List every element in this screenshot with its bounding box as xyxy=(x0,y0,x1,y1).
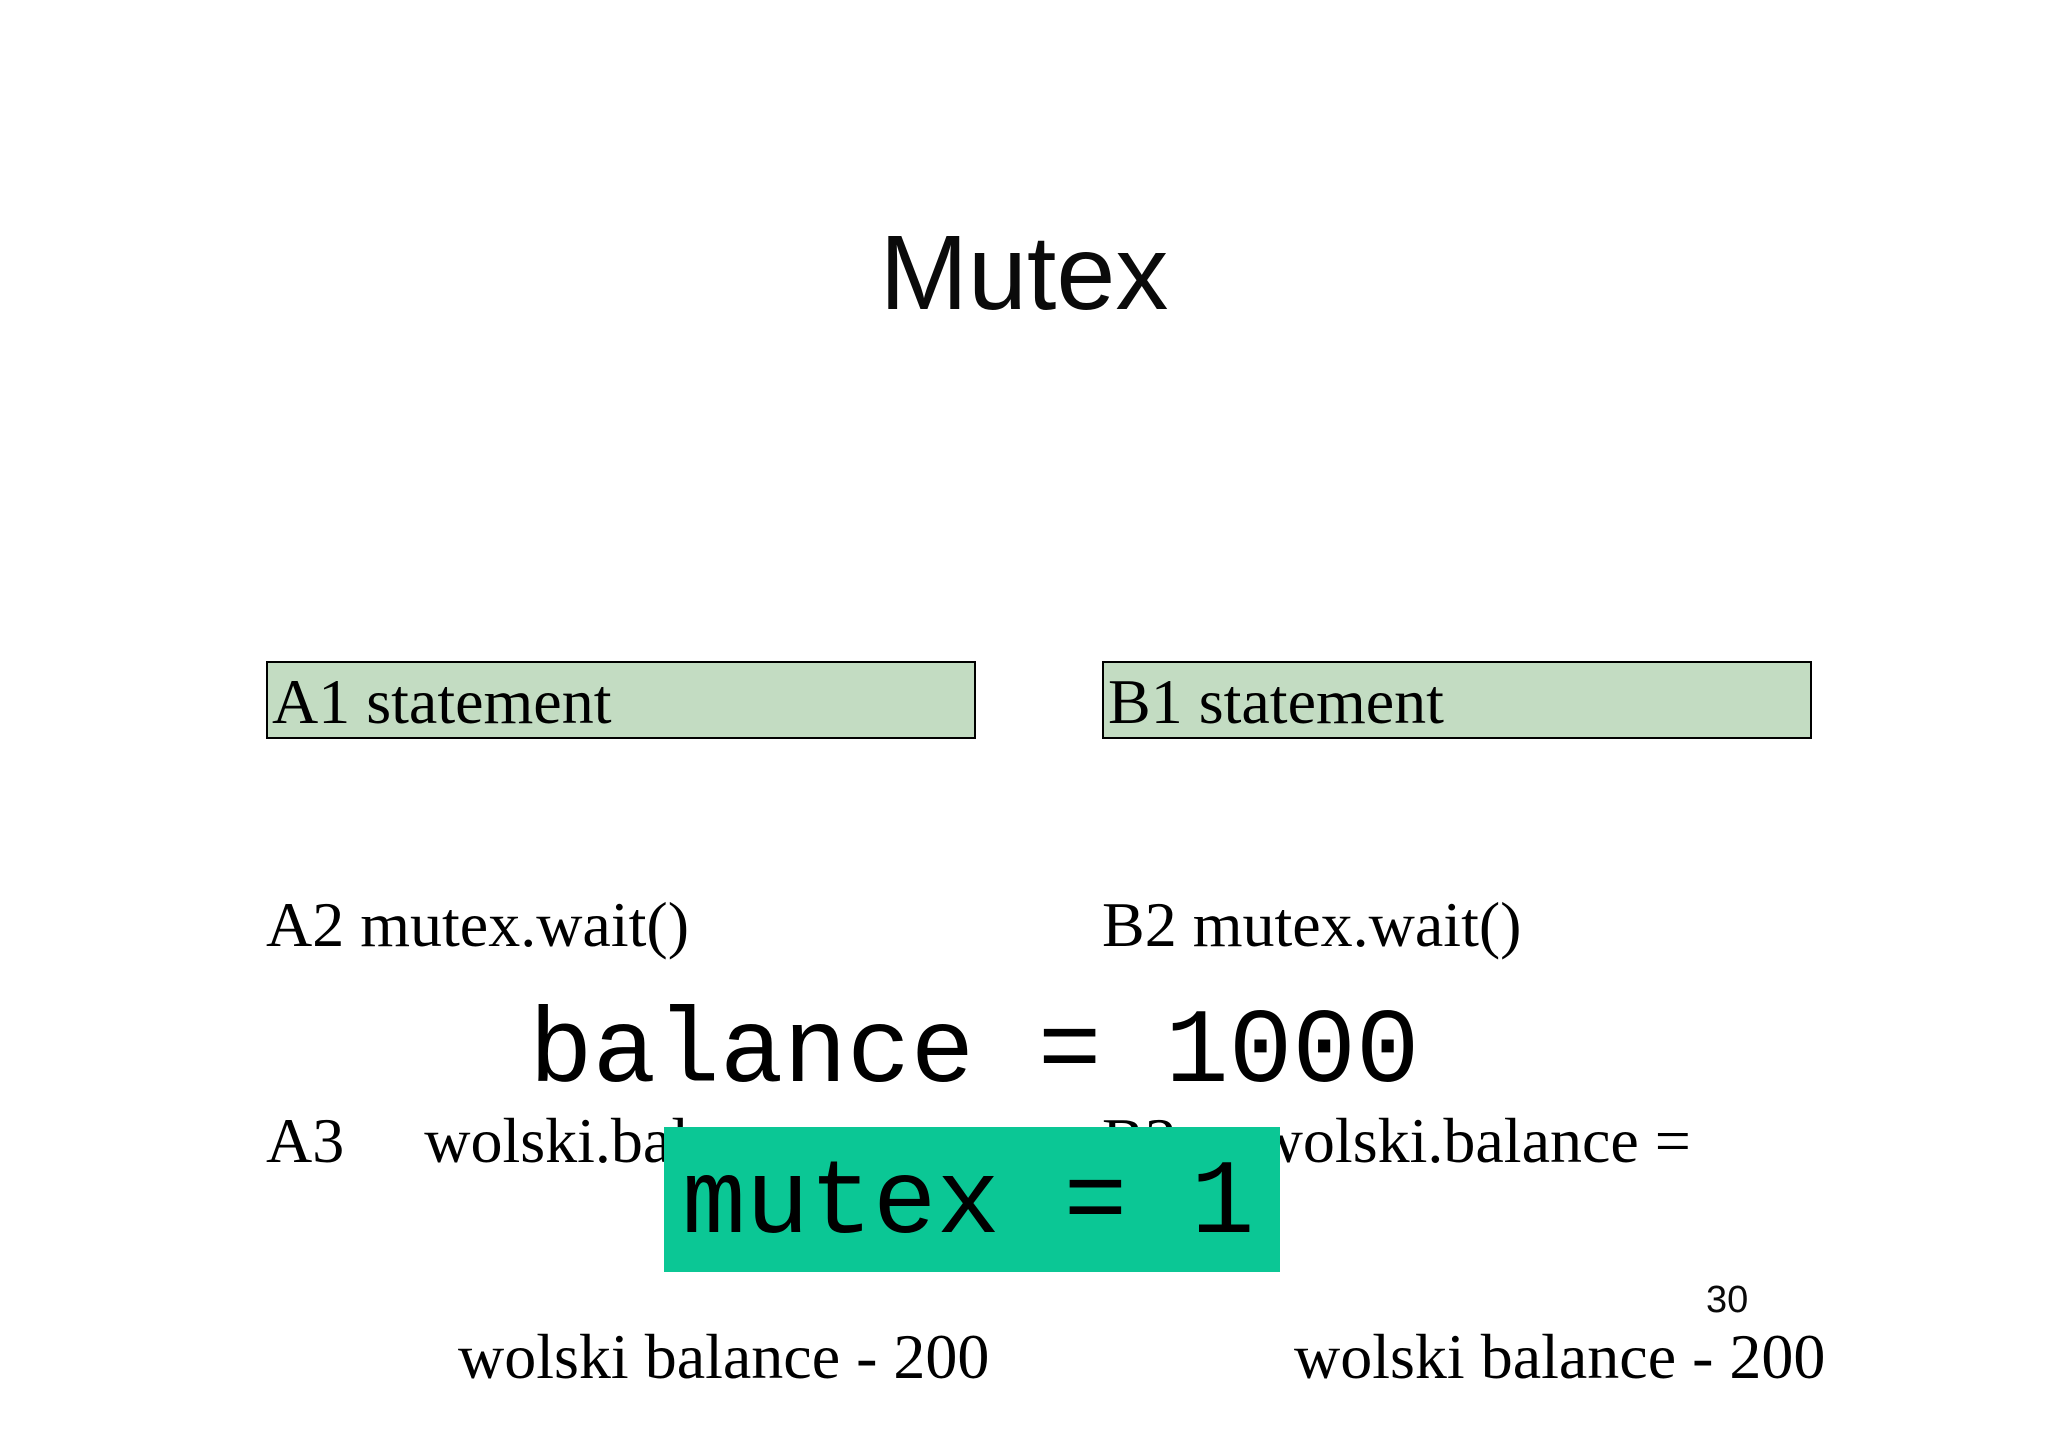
code-line-b3-continued: wolski balance - 200 xyxy=(1102,1321,1826,1392)
balance-value-text: balance = 1000 xyxy=(529,993,1420,1113)
code-line-a1: A1 statement xyxy=(272,666,612,737)
mutex-value-text: mutex = 1 xyxy=(682,1143,1255,1264)
code-line-a3-continued: wolski balance - 200 xyxy=(266,1321,990,1392)
highlight-box-a1: A1 statement xyxy=(266,661,976,739)
code-line-b1: B1 statement xyxy=(1108,666,1444,737)
code-line-b2: B2 mutex.wait() xyxy=(1102,889,1522,960)
highlight-box-b1: B1 statement xyxy=(1102,661,1812,739)
mutex-highlight-box: mutex = 1 xyxy=(664,1127,1280,1272)
page-number: 30 xyxy=(1706,1279,1749,1321)
slide-title: Mutex xyxy=(879,214,1169,332)
code-column-thread-a: A1 statement A2 mutex.wait() A3 wolski.b… xyxy=(266,517,989,1448)
code-column-thread-b: B1 statement B2 mutex.wait() B3 wolski.b… xyxy=(1102,517,1825,1448)
code-line-a2: A2 mutex.wait() xyxy=(266,889,689,960)
